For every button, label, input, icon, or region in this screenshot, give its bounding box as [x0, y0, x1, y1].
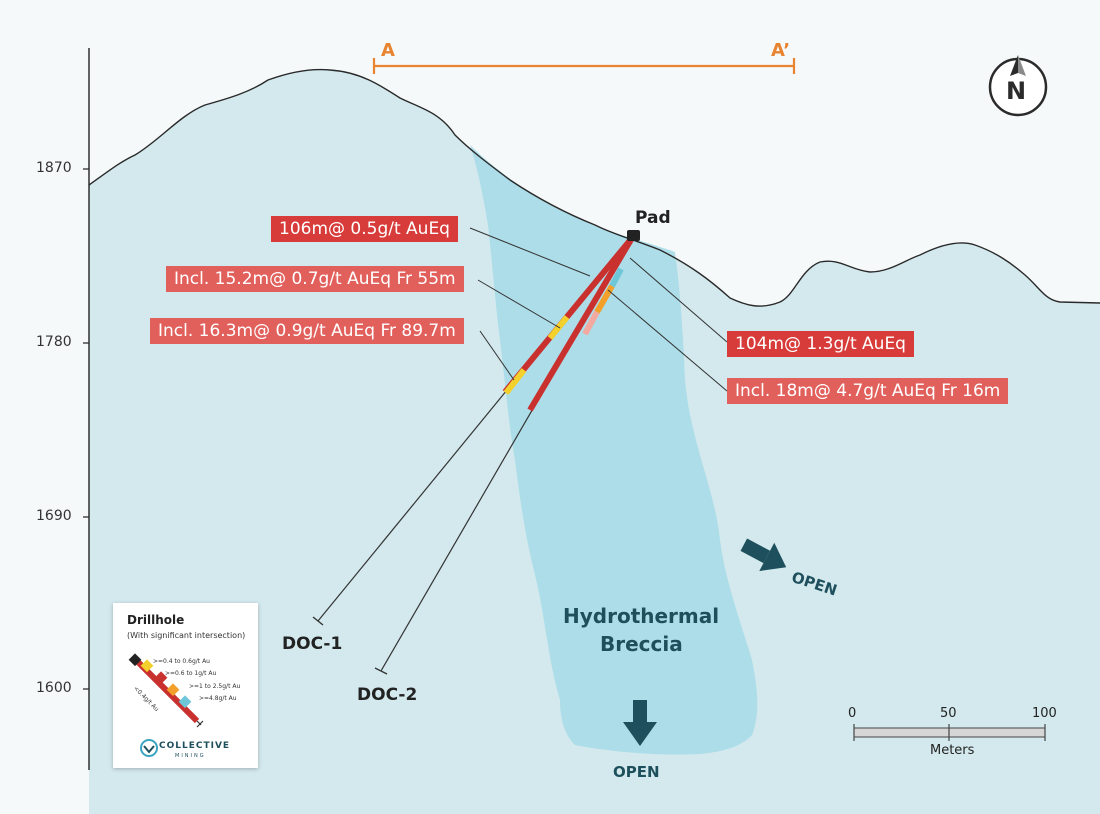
open-label-bottom: OPEN [613, 763, 660, 781]
brand-name: COLLECTIVE [159, 741, 231, 751]
pad-label: Pad [635, 208, 671, 228]
legend-level-2: >=0.6 to 1g/t Au [165, 670, 217, 677]
legend-title: Drillhole [127, 613, 185, 627]
intercept-label-4: 104m@ 1.3g/t AuEq [727, 331, 914, 357]
drillhole-doc-1-end-tick [312, 616, 324, 626]
intercept-label-2: Incl. 15.2m@ 0.7g/t AuEq Fr 55m [166, 266, 464, 292]
intercept-label-1: 106m@ 0.5g/t AuEq [271, 216, 458, 242]
intercept-label-3: Incl. 16.3m@ 0.9g/t AuEq Fr 89.7m [150, 318, 464, 344]
interval-doc-2-a [609, 267, 624, 288]
elevation-label-1690: 1690 [36, 508, 72, 524]
legend-level-3: >=1 to 2.5g/t Au [189, 683, 241, 690]
legend-subtitle: (With significant intersection) [127, 631, 246, 640]
elevation-label-1870: 1870 [36, 160, 72, 176]
topography-line [88, 68, 1100, 307]
legend-level-4: >=4.8g/t Au [199, 695, 237, 702]
scale-bar [853, 724, 1046, 741]
scale-tick-0: 0 [848, 706, 857, 721]
interval-doc-2-b [594, 284, 615, 314]
breccia-label-line1: Hydrothermal [563, 604, 720, 628]
brand-subtitle: MINING [175, 753, 206, 759]
scale-tick-50: 50 [940, 706, 957, 721]
brand-logo-icon [140, 739, 158, 757]
interval-doc-1-b [503, 368, 527, 395]
legend-graphic [128, 653, 204, 728]
drill-pad [627, 230, 640, 241]
intercept-label-5: Incl. 18m@ 4.7g/t AuEq Fr 16m [727, 378, 1009, 404]
section-start-label: A [381, 40, 395, 61]
elevation-label-1780: 1780 [36, 334, 72, 350]
open-arrow-right-icon [740, 538, 787, 572]
leader-3 [479, 330, 515, 381]
leader-1 [469, 227, 591, 277]
breccia-body [470, 145, 758, 755]
leader-5 [607, 289, 728, 392]
drillhole-doc-2-intersection [527, 236, 635, 412]
compass-letter: N [1006, 77, 1027, 105]
scale-tick-100: 100 [1032, 706, 1057, 721]
elevation-label-1600: 1600 [36, 680, 72, 696]
north-arrow-icon [988, 55, 1048, 117]
drillhole-doc-2-end-tick [374, 667, 388, 675]
open-arrow-down-icon [623, 700, 657, 746]
leader-2 [477, 279, 561, 329]
interval-doc-2-c [582, 310, 600, 336]
legend-level-1: >=0.4 to 0.6g/t Au [153, 658, 210, 665]
drillhole-doc-2-label: DOC-2 [357, 685, 418, 705]
drillhole-doc-1-intersection [502, 236, 635, 394]
breccia-label-line2: Breccia [600, 632, 683, 656]
section-end-label: A’ [771, 40, 791, 61]
legend-panel: Drillhole (With significant intersection… [113, 603, 258, 768]
drillhole-doc-1-label: DOC-1 [282, 634, 343, 654]
leader-4 [629, 257, 728, 343]
scale-unit: Meters [930, 743, 975, 758]
